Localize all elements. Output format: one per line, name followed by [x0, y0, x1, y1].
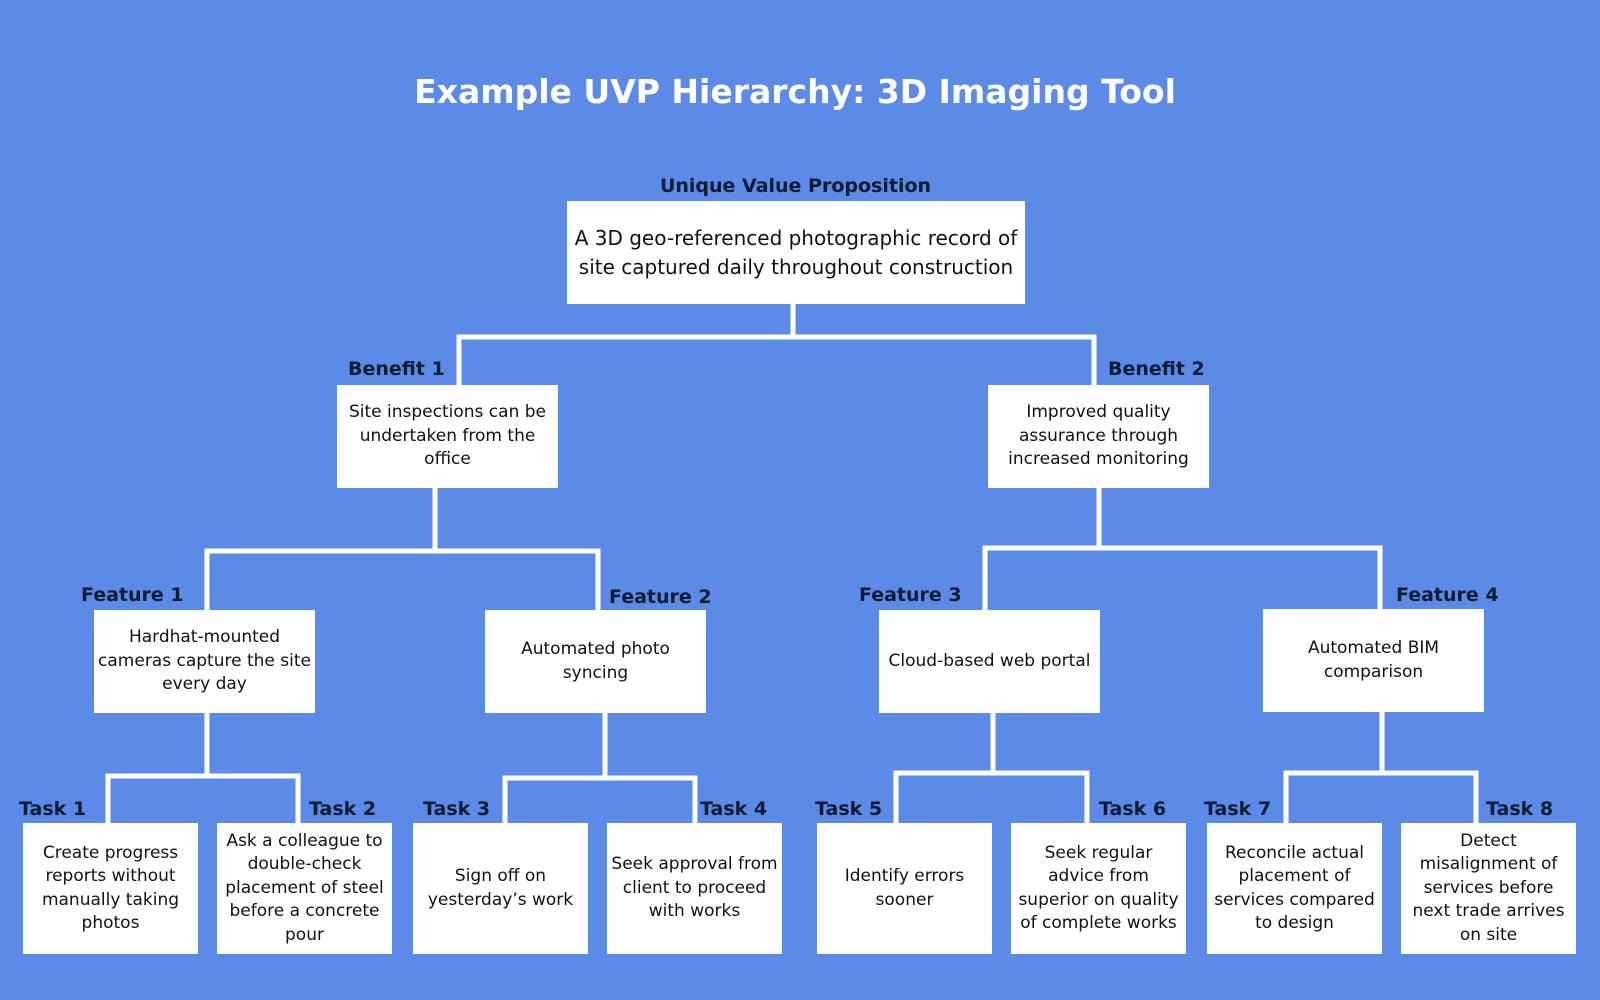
feature2-box: Automated photo syncing	[485, 610, 706, 713]
task5-text: Identify errors sooner	[844, 866, 965, 910]
feature1-label: Feature 1	[81, 584, 184, 606]
diagram-title: Example UVP Hierarchy: 3D Imaging Tool	[414, 72, 1176, 111]
uvp-label: Unique Value Proposition	[659, 175, 932, 197]
feature4-text: Automated BIM comparison	[1307, 638, 1440, 682]
benefit1-label: Benefit 1	[348, 358, 445, 380]
feature4-label: Feature 4	[1396, 584, 1499, 606]
task2-text: Ask a colleague to double-check placemen…	[225, 830, 384, 945]
task3-box: Sign off on yesterday’s work	[413, 823, 588, 954]
benefit2-box: Improved quality assurance through incre…	[988, 385, 1209, 488]
task6-label: Task 6	[1099, 798, 1167, 820]
feature1-text: Hardhat-mounted cameras capture the site…	[98, 627, 311, 695]
task7-label: Task 7	[1204, 798, 1272, 820]
task5-box: Identify errors sooner	[817, 823, 992, 954]
uvp-text: A 3D geo-referenced photographic record …	[574, 225, 1018, 279]
benefit1-box: Site inspections can be undertaken from …	[337, 385, 558, 488]
task8-text: Detect misalignment of services before n…	[1412, 830, 1565, 945]
task3-text: Sign off on yesterday’s work	[427, 866, 574, 910]
uvp-box: A 3D geo-referenced photographic record …	[567, 201, 1025, 304]
task3-label: Task 3	[423, 798, 491, 820]
task5-label: Task 5	[815, 798, 883, 820]
task1-text: Create progress reports without manually…	[41, 842, 180, 933]
task4-label: Task 4	[700, 798, 768, 820]
task2-box: Ask a colleague to double-check placemen…	[217, 823, 392, 954]
benefit1-text: Site inspections can be undertaken from …	[348, 402, 546, 470]
task4-box: Seek approval from client to proceed wit…	[607, 823, 782, 954]
feature3-box: Cloud-based web portal	[879, 610, 1100, 713]
feature1-box: Hardhat-mounted cameras capture the site…	[94, 610, 315, 713]
task1-box: Create progress reports without manually…	[23, 823, 198, 954]
feature2-text: Automated photo syncing	[521, 639, 670, 683]
benefit2-text: Improved quality assurance through incre…	[1008, 402, 1189, 470]
task1-label: Task 1	[19, 798, 87, 820]
task8-label: Task 8	[1486, 798, 1554, 820]
feature3-text: Cloud-based web portal	[888, 650, 1091, 671]
task7-text: Reconcile actual placement of services c…	[1214, 842, 1375, 933]
task4-text: Seek approval from client to proceed wit…	[611, 854, 778, 922]
task8-box: Detect misalignment of services before n…	[1401, 823, 1576, 954]
task6-box: Seek regular advice from superior on qua…	[1011, 823, 1186, 954]
feature2-label: Feature 2	[609, 586, 712, 608]
feature4-box: Automated BIM comparison	[1263, 609, 1484, 712]
feature3-label: Feature 3	[859, 584, 962, 606]
task2-label: Task 2	[309, 798, 377, 820]
task6-text: Seek regular advice from superior on qua…	[1018, 842, 1179, 933]
benefit2-label: Benefit 2	[1108, 358, 1205, 380]
task7-box: Reconcile actual placement of services c…	[1207, 823, 1382, 954]
